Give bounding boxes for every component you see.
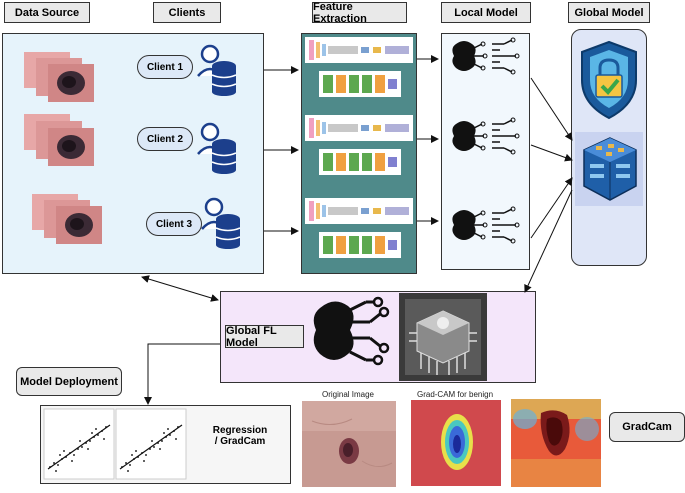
brain-network-icon (452, 37, 520, 75)
ai-chip-image (399, 293, 487, 381)
user-database-icon (201, 197, 241, 249)
shield-lock-check-icon (581, 40, 637, 120)
header-data-source: Data Source (4, 2, 90, 23)
header-global-model: Global Model (568, 2, 650, 23)
cnn-architecture-diagram (305, 115, 413, 175)
large-brain-network-icon (313, 296, 390, 366)
original-image-caption: Original Image (321, 390, 375, 399)
cnn-architecture-diagram (305, 37, 413, 97)
user-database-icon (197, 122, 237, 174)
client-3-pill: Client 3 (146, 212, 202, 236)
user-database-icon (197, 44, 237, 96)
regression-label-line1: Regression (212, 425, 268, 436)
global-fl-model-label: Global FL Model (225, 325, 304, 349)
brain-network-icon (452, 206, 520, 244)
skin-image-stack-1 (24, 52, 94, 102)
gradcam-overlay-image (511, 399, 601, 487)
gradcam-benign-heatmap (411, 400, 501, 486)
client-1-pill: Client 1 (137, 55, 193, 79)
original-lesion-image (302, 401, 396, 487)
regression-scatter-plot (115, 408, 187, 480)
model-deployment-label: Model Deployment (16, 367, 122, 396)
cnn-architecture-diagram (305, 198, 413, 258)
server-cube-icon (583, 137, 637, 201)
brain-network-icon (452, 117, 520, 155)
header-clients: Clients (153, 2, 221, 23)
regression-label-line2: / GradCam (214, 436, 266, 447)
regression-label: Regression / GradCam (198, 425, 282, 447)
header-local-model: Local Model (441, 2, 531, 23)
gradcam-caption: Grad-CAM for benign (416, 390, 494, 399)
skin-image-stack-2 (24, 114, 94, 166)
client-2-pill: Client 2 (137, 127, 193, 151)
regression-scatter-plot (43, 408, 115, 480)
skin-image-stack-3 (32, 194, 102, 244)
gradcam-label: GradCam (609, 412, 685, 442)
header-feature-extraction: Feature Extraction (312, 1, 407, 25)
